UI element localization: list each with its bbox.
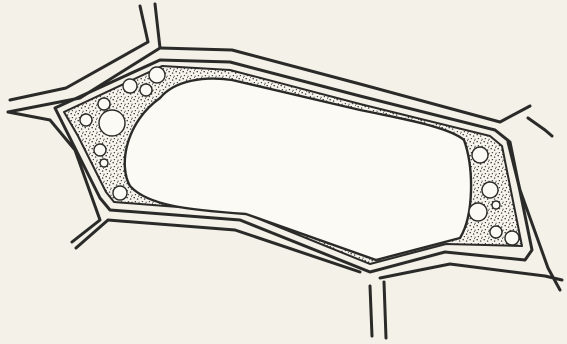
vesicle [94, 144, 106, 156]
central-vacuole [125, 79, 471, 260]
vesicle [505, 231, 519, 245]
vesicle [469, 203, 487, 221]
vesicle [99, 110, 125, 136]
vesicle [100, 159, 108, 167]
vesicle [98, 98, 110, 110]
vesicle [123, 79, 137, 93]
vesicle [80, 114, 92, 126]
vesicle [472, 147, 488, 163]
vesicle [113, 186, 127, 200]
vesicle [149, 67, 165, 83]
vesicle [140, 84, 152, 96]
vesicle [490, 226, 502, 238]
vesicle [482, 182, 498, 198]
vesicle [492, 201, 500, 209]
